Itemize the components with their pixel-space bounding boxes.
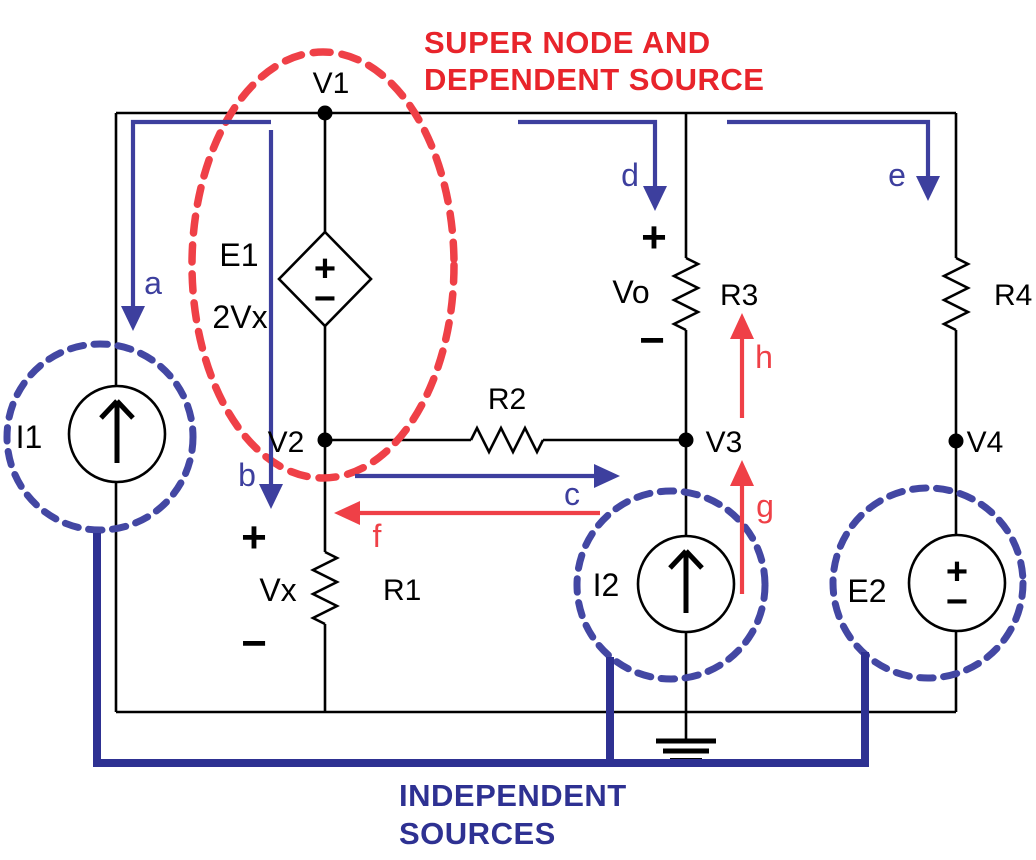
vx-label: Vx (259, 572, 296, 608)
dependent-source-e1-diamond (277, 230, 373, 328)
supernode-dashed-ellipse (188, 48, 458, 482)
current-arrow-a-head (121, 306, 145, 331)
source-e2-plus-sign: + (946, 551, 968, 593)
red-current-arrows (334, 313, 754, 594)
current-arrow-e-head (916, 176, 940, 201)
node-v4-dot (948, 433, 964, 449)
current-arrow-d (518, 119, 658, 194)
current-arrow-b-head (259, 484, 283, 509)
source-e1-plus-sign: + (314, 248, 336, 290)
resistor-r1 (310, 550, 340, 626)
node-dots (317, 105, 964, 449)
current-label-h: h (755, 339, 773, 375)
independent-source-i1-dashed-circle (3, 340, 197, 534)
super-node-title-line2: DEPENDENT SOURCE (424, 62, 764, 97)
current-source-i1-arrow-icon (99, 399, 135, 463)
current-label-a: a (144, 265, 162, 301)
source-e1-name-label: E1 (219, 237, 258, 273)
current-arrow-g-head (730, 460, 754, 486)
independent-sources-connector (93, 533, 869, 767)
current-label-f: f (373, 518, 382, 554)
current-arrow-d-head (643, 186, 667, 211)
source-symbols (67, 230, 1007, 634)
current-arrow-e (727, 119, 931, 184)
connector-main-path (93, 533, 869, 767)
ground-bars-icon (656, 738, 716, 763)
vo-minus-sign: − (639, 316, 665, 365)
node-v3-label: V3 (706, 426, 743, 459)
independent-source-e2-dashed-circle (829, 484, 1027, 682)
source-i1-label: I1 (16, 419, 43, 455)
vx-minus-sign: − (241, 619, 267, 668)
super-node-title-line1: SUPER NODE AND (424, 25, 711, 60)
voltage-source-e2-circle (907, 533, 1007, 633)
source-e2-minus-sign: − (946, 581, 968, 623)
current-arrow-c-head (594, 464, 620, 488)
text-labels: SUPER NODE AND DEPENDENT SOURCE INDEPEND… (16, 25, 1033, 851)
current-arrow-h-head (730, 313, 754, 339)
resistor-r2 (469, 425, 545, 455)
current-arrow-f-head (334, 501, 360, 525)
independent-sources-title-line1: INDEPENDENT (399, 778, 627, 813)
blue-current-arrows (121, 119, 940, 509)
node-v4-label: V4 (967, 426, 1004, 459)
current-label-g: g (756, 488, 774, 524)
ground-symbol (656, 712, 716, 763)
node-v3-dot (678, 432, 694, 448)
source-e1-value-label: 2Vx (212, 299, 267, 335)
current-label-b: b (238, 457, 256, 493)
current-label-e: e (888, 157, 906, 193)
vo-plus-sign: + (641, 213, 667, 262)
source-e2-label: E2 (847, 573, 886, 609)
current-source-i2-arrow-icon (668, 549, 704, 613)
node-v1-label: V1 (313, 67, 350, 100)
current-label-c: c (564, 476, 580, 512)
resistor-r3-label: R3 (720, 279, 758, 312)
vo-label: Vo (612, 274, 649, 310)
resistor-r3 (671, 256, 701, 332)
current-arrow-a (130, 119, 271, 314)
node-v2-dot (317, 432, 333, 448)
vx-plus-sign: + (241, 513, 267, 562)
independent-source-i2-dashed-circle (573, 487, 769, 683)
source-e1-minus-sign: − (314, 278, 336, 320)
current-label-d: d (621, 157, 639, 193)
resistor-r2-label: R2 (488, 383, 526, 416)
source-i2-label: I2 (593, 567, 620, 603)
resistor-r4 (941, 256, 971, 332)
resistors (310, 256, 971, 626)
resistor-r1-label: R1 (383, 574, 421, 607)
node-v2-label: V2 (268, 426, 305, 459)
node-v1-dot (317, 105, 333, 121)
independent-sources-title-line2: SOURCES (399, 816, 556, 851)
resistor-r4-label: R4 (994, 279, 1032, 312)
